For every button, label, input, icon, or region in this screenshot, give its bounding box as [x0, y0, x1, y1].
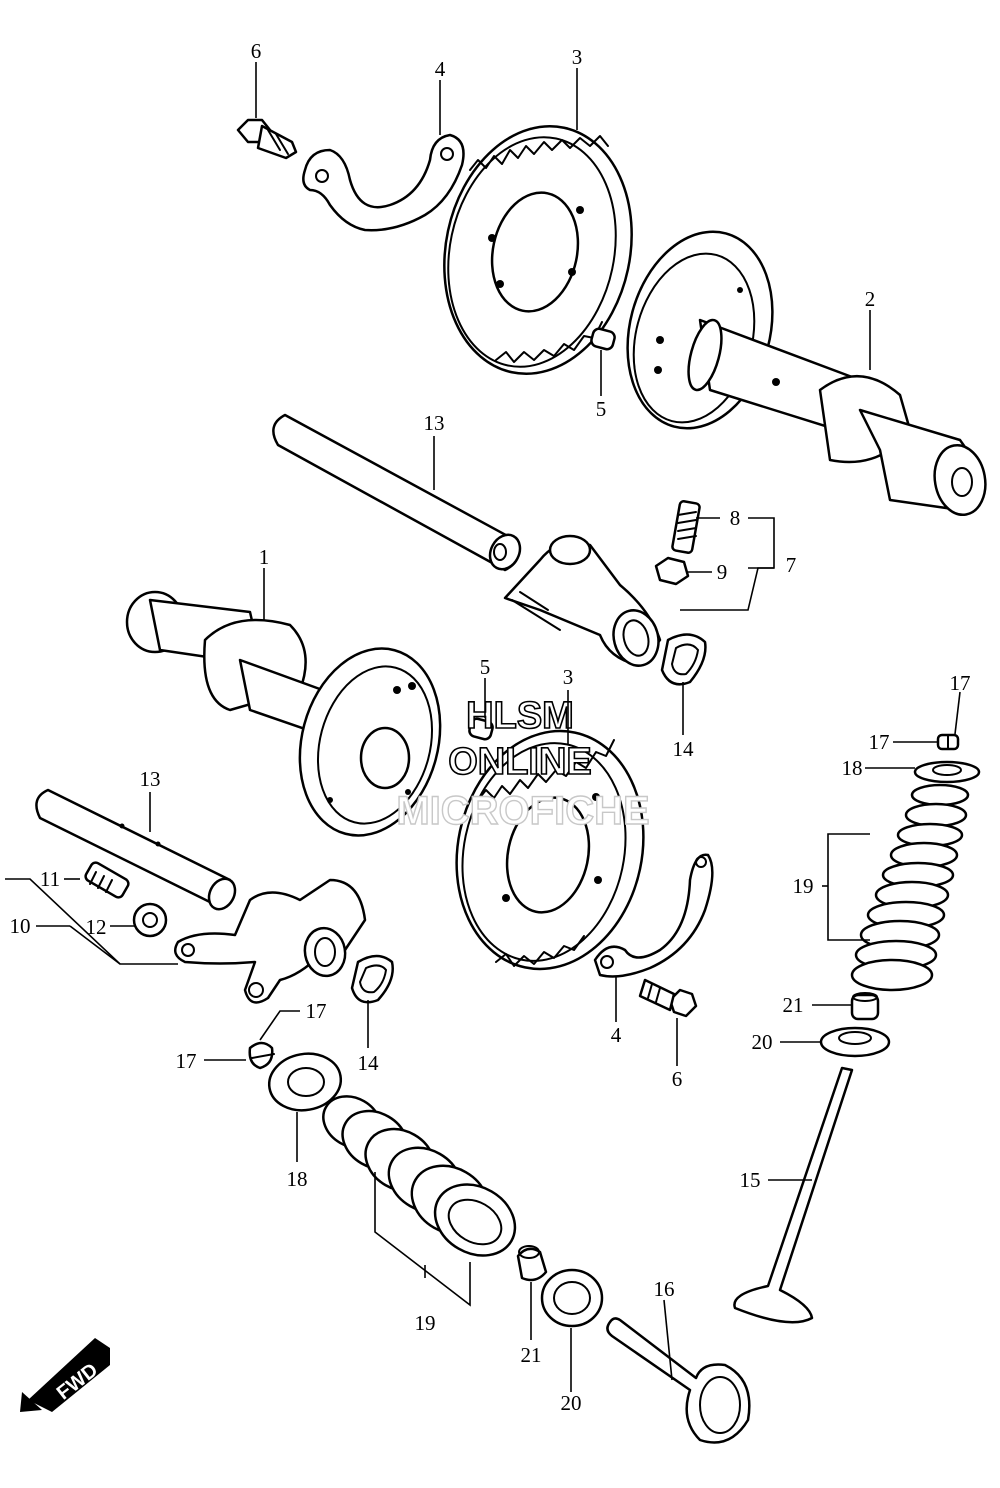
seat-part-20-left	[540, 1268, 604, 1328]
callout-3-top: 3	[572, 45, 583, 69]
seal-part-21-right	[850, 992, 880, 1021]
rocker-shaft-part-13-left	[35, 788, 237, 911]
callout-16: 16	[654, 1277, 675, 1301]
callout-17-left-b: 17	[176, 1049, 197, 1073]
callout-13-top: 13	[424, 411, 445, 435]
callout-10: 10	[10, 914, 31, 938]
callout-8: 8	[730, 506, 741, 530]
locknut-part-9	[654, 556, 690, 586]
pin-part-5-mid	[468, 717, 494, 741]
callout-14-left: 14	[358, 1051, 380, 1075]
fwd-arrow-icon: FWD	[20, 1338, 110, 1412]
callout-17-right: 17	[869, 730, 890, 754]
cotter-part-17-left	[248, 1041, 275, 1070]
rocker-arm-part-7	[503, 534, 662, 667]
callout-19-right: 19	[793, 874, 814, 898]
seal-part-21-left	[516, 1245, 548, 1282]
retainer-part-18-right	[913, 760, 981, 784]
bolt-part-6-top	[236, 118, 298, 160]
gear-part-3-mid	[455, 729, 645, 971]
shim-part-14-right	[660, 633, 707, 686]
callout-21-left: 21	[521, 1343, 542, 1367]
watermark-line-3: MICROFICHE	[396, 789, 649, 833]
shim-part-14-left	[350, 954, 394, 1004]
callout-13-left: 13	[140, 767, 161, 791]
locknut-part-12	[132, 902, 168, 938]
rocker-arm-part-10	[173, 878, 367, 1004]
leader-lines	[5, 62, 961, 1392]
gear-part-3-top	[443, 124, 633, 376]
callout-numbers: 6 4 3 2 5 13 8 9 7 14 1 5 3 13 11 10 12 …	[10, 39, 971, 1415]
seat-part-20-right	[819, 1026, 891, 1058]
bracket-part-4-bottom	[593, 853, 714, 978]
watermark: HLSM ONLINE MICROFICHE	[396, 694, 651, 834]
retainer-part-18-left	[267, 1052, 343, 1112]
callout-4-top: 4	[435, 57, 446, 81]
callout-7: 7	[786, 553, 797, 577]
callout-6-bottom: 6	[672, 1067, 683, 1091]
adjust-screw-part-8	[671, 500, 701, 554]
callout-20-right: 20	[752, 1030, 773, 1054]
callout-17-left-a: 17	[306, 999, 327, 1023]
watermark-line-1: HLSM	[466, 695, 574, 737]
callout-14-right: 14	[673, 737, 695, 761]
watermark-line-2: ONLINE	[448, 741, 592, 783]
callout-19-left: 19	[415, 1311, 436, 1335]
callout-11: 11	[40, 867, 60, 891]
rocker-shaft-part-13-top	[272, 413, 522, 572]
callout-17-top: 17	[950, 671, 971, 695]
callout-5-top: 5	[596, 397, 607, 421]
bracket-part-4-top	[302, 133, 465, 232]
valve-part-15	[733, 1066, 854, 1324]
callout-18-left: 18	[287, 1167, 308, 1191]
callout-5-mid: 5	[480, 655, 491, 679]
callout-12: 12	[86, 915, 107, 939]
callout-20-left: 20	[561, 1391, 582, 1415]
bolt-part-6-bottom	[638, 978, 698, 1018]
adjust-screw-part-11	[84, 861, 130, 899]
spring-part-19-left	[322, 1095, 517, 1257]
camshaft-part-2	[626, 230, 987, 516]
valve-part-16	[606, 1317, 751, 1444]
callout-21-right: 21	[783, 993, 804, 1017]
pin-part-5-top	[590, 327, 616, 351]
cotter-part-17-right	[936, 733, 960, 751]
callout-15: 15	[740, 1168, 761, 1192]
callout-6-top: 6	[251, 39, 262, 63]
callout-1: 1	[259, 545, 270, 569]
spring-part-19-right	[850, 783, 970, 992]
callout-3-mid: 3	[563, 665, 574, 689]
callout-9: 9	[717, 560, 728, 584]
camshaft-part-1	[125, 590, 442, 837]
callout-4-bottom: 4	[611, 1023, 622, 1047]
callout-18-right: 18	[842, 756, 863, 780]
callout-2: 2	[865, 287, 876, 311]
